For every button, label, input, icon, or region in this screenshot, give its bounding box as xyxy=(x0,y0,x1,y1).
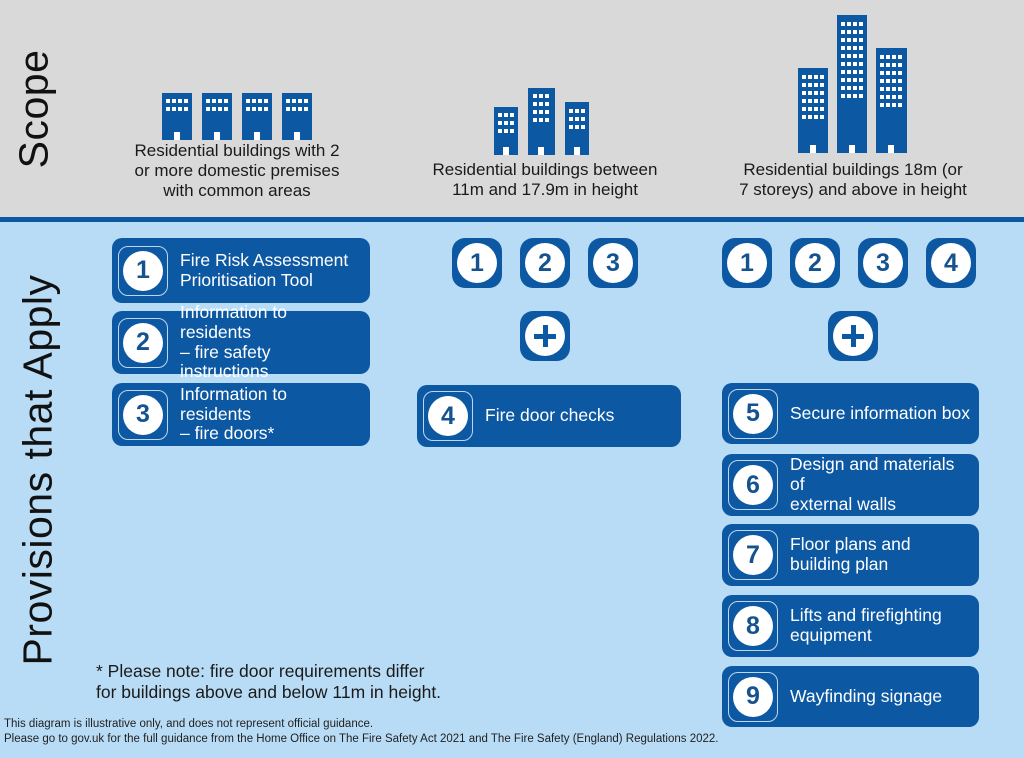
plus-circle xyxy=(525,316,565,356)
provision-badge: 2 xyxy=(118,317,168,368)
badge-number: 8 xyxy=(733,606,773,646)
plus-circle xyxy=(833,316,873,356)
provision-badge: 5 xyxy=(728,388,778,439)
provision-badge: 7 xyxy=(728,530,778,580)
provision-bar-label: Wayfinding signage xyxy=(790,685,943,706)
provision-bar-1: 1 Fire Risk Assessment Prioritisation To… xyxy=(112,238,370,303)
badge-number: 1 xyxy=(123,250,163,291)
badge-number: 2 xyxy=(795,243,835,283)
building-icon xyxy=(494,107,518,155)
badge-number: 6 xyxy=(733,465,773,505)
provision-badge: 6 xyxy=(728,460,778,510)
provision-badge: 4 xyxy=(423,391,473,441)
badge-number: 7 xyxy=(733,535,773,575)
scope-axis-label: Scope xyxy=(10,49,57,169)
building-icon xyxy=(837,15,867,153)
badge-number: 2 xyxy=(123,322,163,363)
badge-number: 4 xyxy=(931,243,971,283)
badge-row-tall: 1 2 3 4 xyxy=(722,238,976,288)
provision-badge: 3 xyxy=(858,238,908,288)
provision-bar-label: Fire door checks xyxy=(485,405,615,426)
building-icon xyxy=(565,102,589,155)
scope-caption-tall: Residential buildings 18m (or 7 storeys)… xyxy=(739,160,967,199)
plus-glyph xyxy=(842,325,864,347)
scope-caption-small: Residential buildings with 2 or more dom… xyxy=(134,141,340,200)
building-icon xyxy=(528,88,555,155)
provision-badge: 9 xyxy=(728,671,778,722)
badge-number: 1 xyxy=(727,243,767,283)
footer-line-1: This diagram is illustrative only, and d… xyxy=(4,718,374,730)
building-icon xyxy=(876,48,907,153)
plus-icon xyxy=(828,311,878,361)
provision-badge: 1 xyxy=(452,238,502,288)
footer-line-2: Please go to gov.uk for the full guidanc… xyxy=(4,733,719,746)
provision-badge: 2 xyxy=(520,238,570,288)
building-icon xyxy=(798,68,828,153)
badge-number: 3 xyxy=(863,243,903,283)
badge-number: 4 xyxy=(428,396,468,436)
badge-number: 1 xyxy=(457,243,497,283)
building-group-medium xyxy=(494,88,589,155)
building-icon xyxy=(202,93,232,140)
provision-badge: 1 xyxy=(118,245,168,296)
provision-bar-label: Information to residents – fire doors* xyxy=(180,383,287,444)
building-group-tall xyxy=(798,15,907,153)
provision-bar-label: Information to residents – fire safety i… xyxy=(180,301,287,382)
badge-row-medium: 1 2 3 xyxy=(452,238,638,288)
provision-bar-8: 8 Lifts and firefighting equipment xyxy=(722,595,979,657)
provision-bar-3: 3 Information to residents – fire doors* xyxy=(112,383,370,446)
badge-number: 5 xyxy=(733,393,773,434)
provision-badge: 2 xyxy=(790,238,840,288)
building-icon xyxy=(162,93,192,140)
provision-bar-label: Secure information box xyxy=(790,402,970,423)
provision-badge: 8 xyxy=(728,601,778,651)
badge-number: 3 xyxy=(593,243,633,283)
provision-bar-label: Floor plans and building plan xyxy=(790,534,911,574)
provision-bar-9: 9 Wayfinding signage xyxy=(722,666,979,727)
provision-bar-7: 7 Floor plans and building plan xyxy=(722,524,979,586)
provision-badge: 3 xyxy=(118,389,168,440)
footer: This diagram is illustrative only, and d… xyxy=(4,717,718,747)
band-divider xyxy=(0,217,1024,222)
provision-badge: 3 xyxy=(588,238,638,288)
badge-number: 9 xyxy=(733,676,773,717)
provision-bar-label: Fire Risk Assessment Prioritisation Tool xyxy=(180,249,349,290)
footnote: * Please note: fire door requirements di… xyxy=(96,661,442,703)
provision-bar-2: 2 Information to residents – fire safety… xyxy=(112,302,370,381)
scope-caption-medium: Residential buildings between 11m and 17… xyxy=(432,160,658,199)
provision-bar-label: Lifts and firefighting equipment xyxy=(790,605,942,645)
provisions-axis-label: Provisions that Apply xyxy=(14,274,61,666)
building-group-small xyxy=(162,93,312,140)
badge-number: 3 xyxy=(123,394,163,435)
provision-badge: 1 xyxy=(722,238,772,288)
provision-bar-label: Design and materials of external walls xyxy=(790,454,955,514)
badge-number: 2 xyxy=(525,243,565,283)
building-icon xyxy=(282,93,312,140)
provision-bar-6: 6 Design and materials of external walls xyxy=(722,454,979,516)
provision-badge: 4 xyxy=(926,238,976,288)
building-icon xyxy=(242,93,272,140)
provision-bar-5: 5 Secure information box xyxy=(722,383,979,444)
plus-icon xyxy=(520,311,570,361)
provision-bar-4: 4 Fire door checks xyxy=(417,385,681,447)
plus-glyph xyxy=(534,325,556,347)
